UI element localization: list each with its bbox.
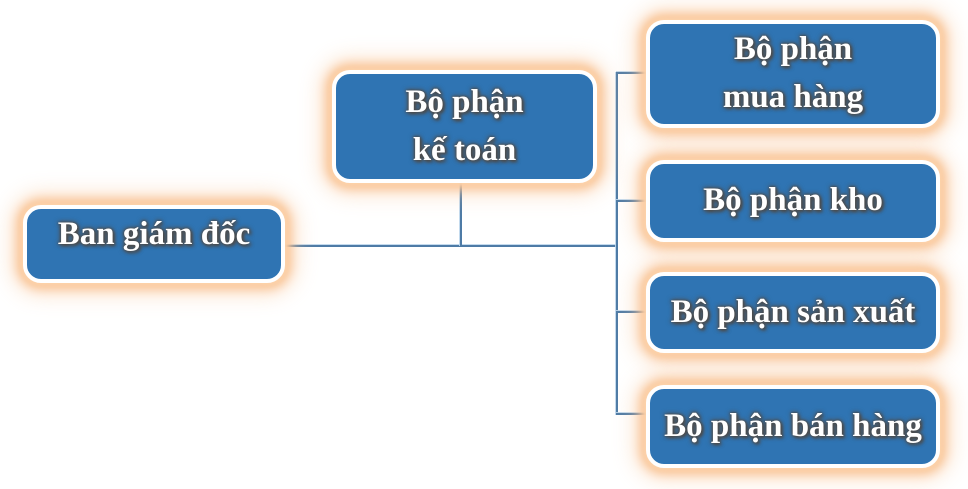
- node-mua-hang: Bộ phận mua hàng: [646, 20, 940, 128]
- connector-right-trunk: [616, 72, 618, 415]
- node-label-ban-giam-doc: Ban giám đốc: [57, 216, 251, 252]
- node-label-ke-toan: Bộ phận kế toán: [405, 83, 524, 168]
- node-label-san-xuat: Bộ phận sản xuất: [670, 293, 916, 330]
- node-label-ban-hang: Bộ phận bán hàng: [664, 407, 922, 444]
- node-ke-toan: Bộ phận kế toán: [332, 70, 597, 183]
- connector-stub-banhang: [616, 413, 648, 415]
- node-label-kho: Bộ phận kho: [703, 182, 883, 219]
- node-ban-giam-doc: Ban giám đốc: [23, 205, 285, 283]
- connector-stub-kho: [616, 200, 648, 202]
- connector-stub-sanxuat: [616, 311, 648, 313]
- node-label-mua-hang: Bộ phận mua hàng: [722, 31, 864, 115]
- connector-ketoan-drop: [460, 183, 462, 246]
- connector-stub-muahang: [616, 72, 648, 74]
- node-kho: Bộ phận kho: [646, 160, 940, 242]
- connector-main-horizontal: [285, 245, 618, 247]
- node-ban-hang: Bộ phận bán hàng: [646, 385, 940, 468]
- node-san-xuat: Bộ phận sản xuất: [646, 272, 940, 353]
